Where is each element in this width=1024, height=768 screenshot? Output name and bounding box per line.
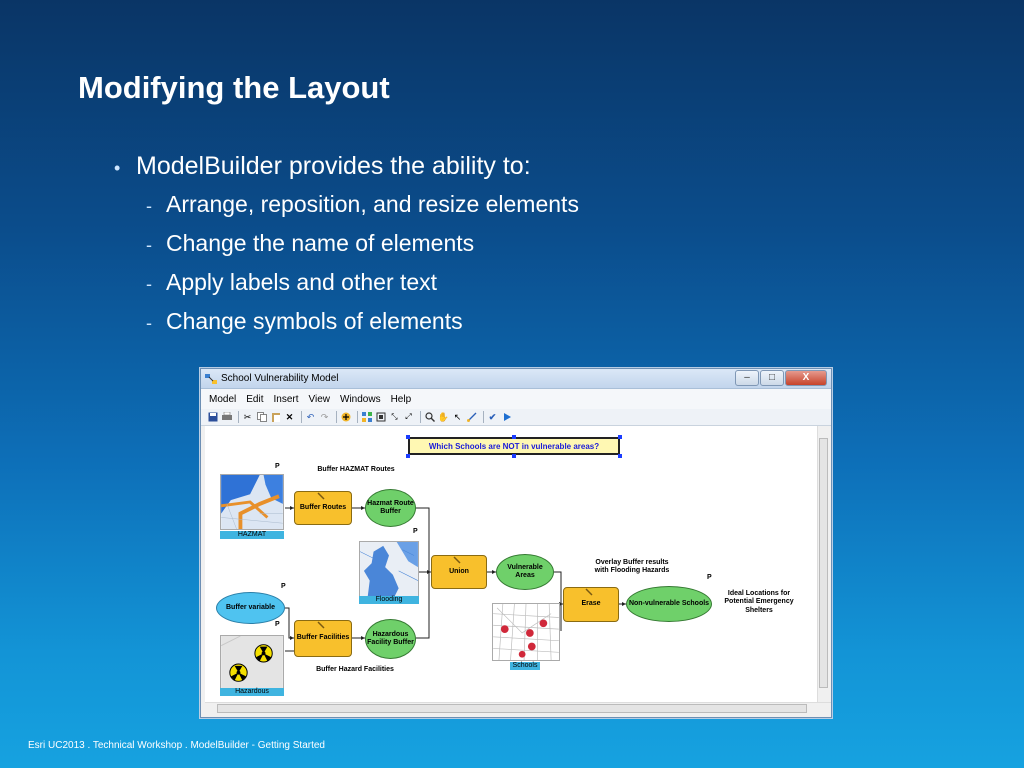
menu-insert[interactable]: Insert xyxy=(273,393,299,405)
flooding-map-thumbnail[interactable] xyxy=(359,541,419,597)
minimize-button[interactable]: – xyxy=(735,369,759,386)
sub-item: -Arrange, reposition, and resize element… xyxy=(146,191,579,217)
toolbar-separator xyxy=(238,411,239,423)
model-canvas[interactable]: Which Schools are NOT in vulnerable area… xyxy=(205,426,821,702)
vertical-scroll-thumb[interactable] xyxy=(819,438,828,688)
copy-icon[interactable] xyxy=(256,412,267,423)
save-icon[interactable] xyxy=(207,412,218,423)
label-buffer-hazard[interactable]: Buffer Hazard Facilities xyxy=(316,666,394,673)
menu-bar: Model Edit Insert View Windows Help xyxy=(201,389,831,409)
modelbuilder-icon xyxy=(205,373,217,384)
toolbar-separator xyxy=(420,411,421,423)
menu-model[interactable]: Model xyxy=(209,393,237,405)
undo-icon[interactable]: ↶ xyxy=(306,411,315,422)
paste-icon[interactable] xyxy=(270,412,281,423)
selection-handle[interactable] xyxy=(406,435,410,439)
tool-union[interactable]: Union xyxy=(431,555,487,589)
selection-handle[interactable] xyxy=(618,454,622,458)
parameter-marker: P xyxy=(413,528,418,535)
add-data-icon[interactable] xyxy=(340,412,351,423)
label-overlay[interactable]: Overlay Buffer results with Flooding Haz… xyxy=(594,559,670,575)
label-ideal[interactable]: Ideal Locations for Potential Emergency … xyxy=(724,590,794,614)
sub-item: -Change the name of elements xyxy=(146,230,475,256)
sub-list: -Arrange, reposition, and resize element… xyxy=(146,191,579,347)
data-hazmat-route-buffer[interactable]: Hazmat Route Buffer xyxy=(365,489,416,527)
question-label[interactable]: Which Schools are NOT in vulnerable area… xyxy=(408,437,620,455)
selection-handle[interactable] xyxy=(512,435,516,439)
tool-erase[interactable]: Erase xyxy=(563,587,619,622)
parameter-marker: P xyxy=(275,463,280,470)
close-button[interactable]: X xyxy=(785,369,827,386)
menu-windows[interactable]: Windows xyxy=(340,393,381,405)
hammer-icon xyxy=(585,588,593,596)
toolbar-separator xyxy=(336,411,337,423)
layer-tag-hazardous: Hazardous xyxy=(220,688,284,696)
select-icon[interactable]: ↖ xyxy=(453,411,462,422)
toolbar-separator xyxy=(483,411,484,423)
cut-icon[interactable]: ✂ xyxy=(243,411,252,422)
window-controls: – □ X xyxy=(734,369,827,388)
vertical-scrollbar[interactable] xyxy=(817,426,829,702)
variable-buffer[interactable]: Buffer variable xyxy=(216,592,285,624)
toolbar-separator xyxy=(357,411,358,423)
layer-tag-hazmat: HAZMAT xyxy=(220,531,284,539)
bullet-main: • ModelBuilder provides the ability to: xyxy=(114,152,579,181)
sub-item: -Change symbols of elements xyxy=(146,308,463,334)
schools-map-thumbnail[interactable] xyxy=(492,603,560,661)
hammer-icon xyxy=(317,621,325,629)
validate-icon[interactable]: ✔ xyxy=(488,411,497,422)
selection-handle[interactable] xyxy=(406,454,410,458)
parameter-marker: P xyxy=(281,583,286,590)
horizontal-scroll-thumb[interactable] xyxy=(217,704,807,713)
fixed-zoom-in-icon[interactable]: ⤡ xyxy=(391,412,398,421)
selection-handle[interactable] xyxy=(512,454,516,458)
connector-lines xyxy=(285,506,626,652)
menu-view[interactable]: View xyxy=(308,393,331,405)
label-buffer-hazmat[interactable]: Buffer HAZMAT Routes xyxy=(317,466,395,473)
bullet-list: • ModelBuilder provides the ability to: … xyxy=(114,152,579,347)
horizontal-scrollbar[interactable] xyxy=(205,702,831,714)
sub-item: -Apply labels and other text xyxy=(146,269,438,295)
hammer-icon xyxy=(317,492,325,500)
window-titlebar[interactable]: School Vulnerability Model – □ X xyxy=(201,369,831,389)
hazardous-map-thumbnail[interactable] xyxy=(220,635,284,691)
menu-help[interactable]: Help xyxy=(390,393,412,405)
hazmat-map-thumbnail[interactable] xyxy=(220,474,284,530)
bullet-main-text: ModelBuilder provides the ability to: xyxy=(136,152,531,180)
maximize-button[interactable]: □ xyxy=(760,369,784,386)
layer-tag-schools: Schools xyxy=(510,662,540,670)
slide-footer: Esri UC2013 . Technical Workshop . Model… xyxy=(28,740,325,751)
parameter-marker: P xyxy=(275,621,280,628)
redo-icon[interactable]: ↷ xyxy=(320,411,329,422)
parameter-marker: P xyxy=(707,574,712,581)
hammer-icon xyxy=(453,556,461,564)
print-icon[interactable] xyxy=(221,412,232,423)
auto-layout-icon[interactable] xyxy=(361,412,372,423)
data-vulnerable-areas[interactable]: Vulnerable Areas xyxy=(496,554,554,590)
data-non-vulnerable-schools[interactable]: Non-vulnerable Schools xyxy=(626,586,712,622)
layer-tag-flooding: Flooding xyxy=(359,596,419,604)
slide-title: Modifying the Layout xyxy=(78,70,390,105)
model-window: School Vulnerability Model – □ X Model E… xyxy=(200,368,832,718)
toolbar-separator xyxy=(301,411,302,423)
full-extent-icon[interactable] xyxy=(375,412,386,423)
delete-icon[interactable]: ✕ xyxy=(285,411,294,422)
selection-handle[interactable] xyxy=(618,435,622,439)
zoom-icon[interactable] xyxy=(424,412,435,423)
fixed-zoom-out-icon[interactable]: ⤢ xyxy=(405,412,412,421)
run-icon[interactable] xyxy=(501,412,512,423)
window-title: School Vulnerability Model xyxy=(221,373,339,384)
bullet-dot: • xyxy=(114,158,121,178)
connect-icon[interactable] xyxy=(466,412,477,423)
toolbar: ✂ ✕ ↶ ↷ ⤡ ⤢ ✋ ↖ ✔ xyxy=(201,409,831,426)
data-hazardous-facility-buffer[interactable]: Hazardous Facility Buffer xyxy=(365,619,416,659)
tool-buffer-routes[interactable]: Buffer Routes xyxy=(294,491,352,525)
menu-edit[interactable]: Edit xyxy=(246,393,264,405)
pan-icon[interactable]: ✋ xyxy=(437,411,450,422)
